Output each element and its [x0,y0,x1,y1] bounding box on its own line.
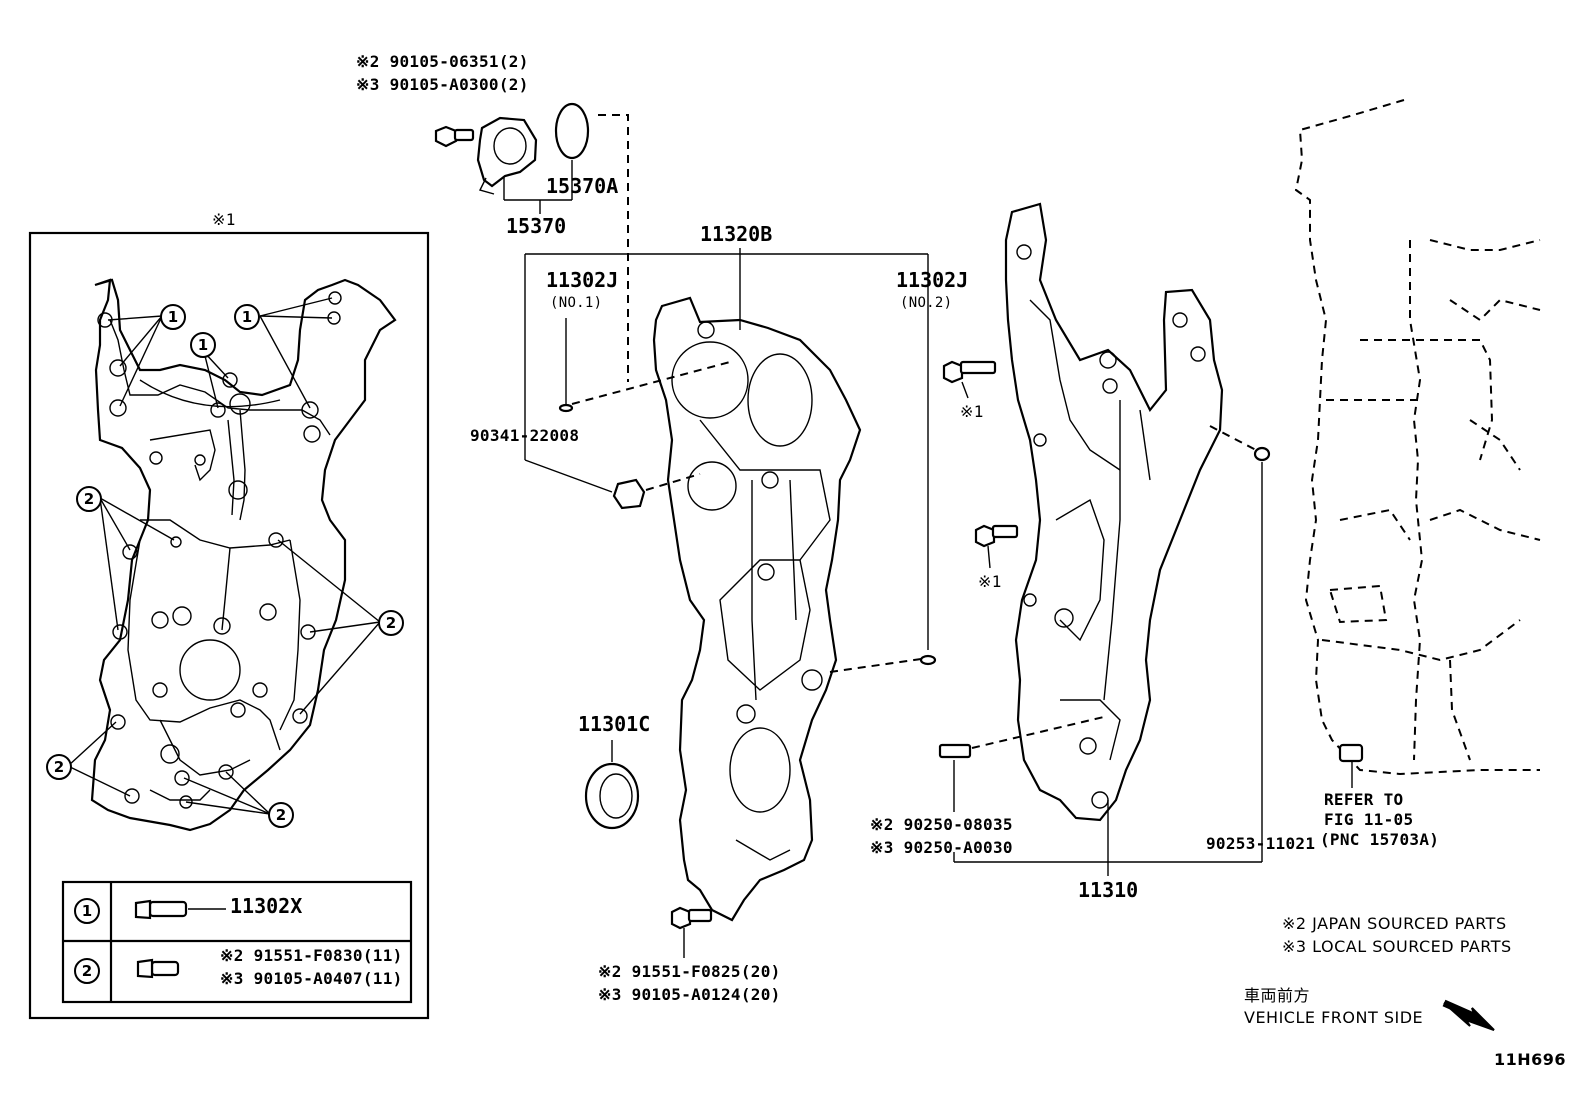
callout-1: 1 [234,304,260,330]
label-15370A: 15370A [546,174,619,198]
label-15370: 15370 [506,214,567,238]
label-no1: (NO.1) [550,295,603,311]
callout-2: 2 [268,802,294,828]
o-ring-15370A [554,102,590,160]
refer-line-1: REFER TO [1324,790,1404,809]
legend-part-1: 11302X [230,894,303,918]
callout-2: 2 [46,754,72,780]
legend-bolt-1 [134,899,226,920]
bracket-11310 [953,462,1263,876]
kit-frame [28,231,430,1020]
oil-seal-11301C [584,740,640,830]
dowel-90250 [938,743,972,812]
label-11301C: 11301C [578,712,651,736]
cap-90341 [612,478,646,510]
top-bolt [434,125,475,148]
timing-cover-11310 [1004,202,1224,822]
legend-part-2-b: ※3 90105-A0407(11) [220,969,403,988]
callout-leaders [67,297,381,815]
legend-num-1: 1 [74,898,100,924]
label-x1-upper: ※1 [960,402,984,421]
refer-bushing [1338,743,1364,788]
legend-part-2-a: ※2 91551-F0830(11) [220,946,403,965]
callout-2: 2 [76,486,102,512]
oil-pump [476,116,538,195]
label-90253: 90253-11021 [1206,834,1316,853]
bolt-x1-upper [942,360,997,399]
legend-bolt-2 [136,958,180,979]
direction-jp: 車両前方 [1244,986,1311,1005]
leader-15370 [503,160,573,214]
vehicle-front-arrow [1442,999,1495,1031]
label-x1-lower: ※1 [978,572,1002,591]
label-11302J-1: 11302J [546,268,619,292]
label-90341: 90341-22008 [470,426,580,445]
callout-1: 1 [160,304,186,330]
top-bolt-part-2: ※3 90105-A0300(2) [356,75,529,94]
bottom-bolt-part-1: ※2 91551-F0825(20) [598,962,781,981]
callout-1: 1 [190,332,216,358]
label-11320B: 11320B [700,222,773,246]
top-bolt-part-1: ※2 90105-06351(2) [356,52,529,71]
label-11310: 11310 [1078,878,1139,902]
kit-marker: ※1 [212,210,236,229]
bracket-11320B [524,248,929,650]
note-local: ※3 LOCAL SOURCED PARTS [1282,937,1512,956]
note-japan: ※2 JAPAN SOURCED PARTS [1282,914,1507,933]
gasket-outline [90,278,397,832]
label-11302J-2: 11302J [896,268,969,292]
dowel-part-1: ※2 90250-08035 [870,815,1013,834]
figure-code: 11H696 [1494,1050,1567,1069]
legend-num-2: 2 [74,958,100,984]
pin-11302J-1 [558,403,574,413]
dowel-part-2: ※3 90250-A0030 [870,838,1013,857]
plug-90253 [1253,446,1271,462]
pin-11302J-2 [919,654,937,666]
engine-block-outline [1294,99,1541,776]
refer-line-3: (PNC 15703A) [1320,830,1440,849]
callout-2: 2 [378,610,404,636]
refer-line-2: FIG 11-05 [1324,810,1414,829]
pump-dashed-leader [598,114,629,382]
direction-en: VEHICLE FRONT SIDE [1244,1008,1424,1027]
timing-chain-cover-11320B [652,296,862,922]
bottom-bolt-part-2: ※3 90105-A0124(20) [598,985,781,1004]
bottom-bolt [670,906,713,958]
label-no2: (NO.2) [900,295,953,311]
bolt-x1-lower [974,524,1019,569]
